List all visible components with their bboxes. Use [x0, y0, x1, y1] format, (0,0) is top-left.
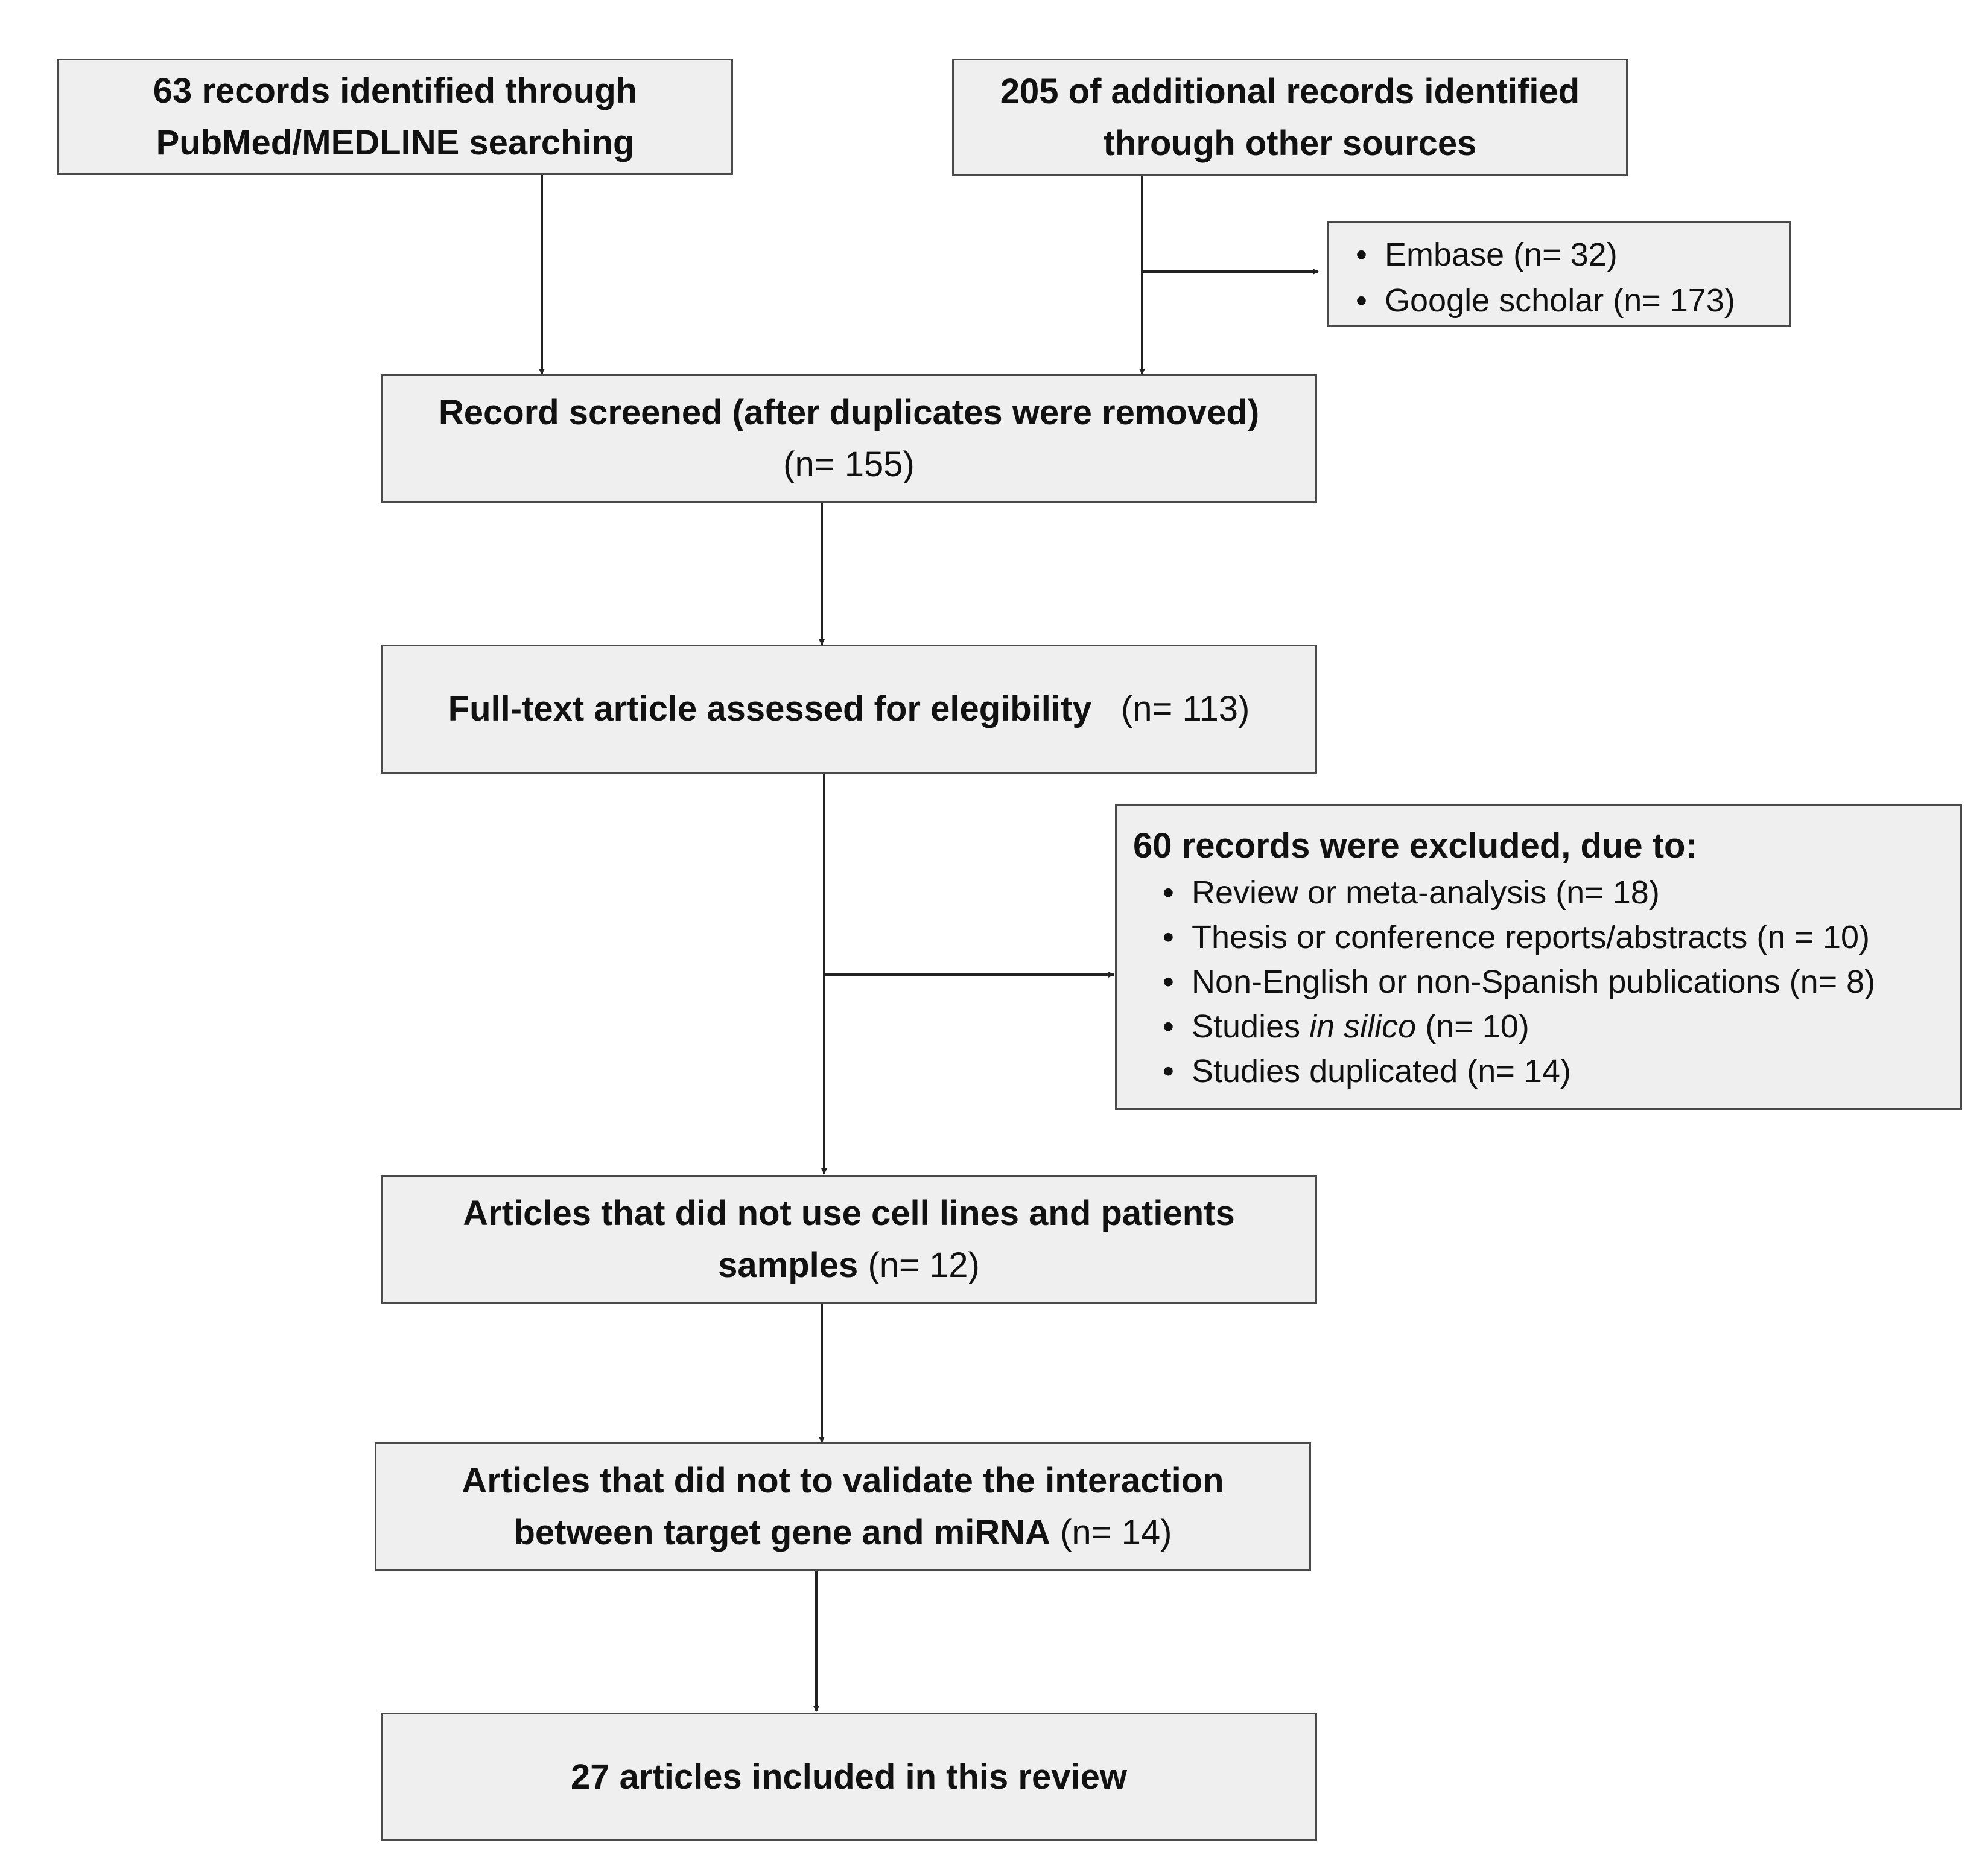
cell-lines-count: (n= 12): [868, 1245, 980, 1285]
pubmed-line-1: 63 records identified through: [153, 71, 638, 110]
source-item-text: Google scholar (n= 173): [1385, 282, 1735, 319]
included-title: 27 articles included in this review: [571, 1757, 1127, 1797]
exclusion-reason: • Studies in silico (n= 10): [1163, 1004, 1960, 1049]
validate-target: between target gene and miRNA: [513, 1512, 1050, 1552]
bullet-icon: •: [1356, 282, 1367, 319]
validate-line-1: Articles that did not to validate the in…: [462, 1460, 1224, 1500]
screened-title: Record screened (after duplicates were r…: [438, 392, 1260, 432]
fulltext-title: Full-text article assessed for elegibili…: [448, 689, 1092, 728]
exclusion-reason-text: Thesis or conference reports/abstracts (…: [1192, 919, 1870, 955]
validate-box: Articles that did not to validate the in…: [375, 1442, 1311, 1571]
cell-lines-box: Articles that did not use cell lines and…: [381, 1175, 1317, 1304]
exclusion-reason: • Thesis or conference reports/abstracts …: [1163, 915, 1960, 960]
screened-box: Record screened (after duplicates were r…: [381, 374, 1317, 503]
other-sources-box: 205 of additional records identified thr…: [952, 59, 1628, 176]
fulltext-count: (n= 113): [1102, 689, 1250, 728]
exclusion-reason-text: Studies duplicated (n= 14): [1192, 1053, 1571, 1089]
fulltext-count-value: (n= 113): [1120, 689, 1250, 728]
exclusion-reason: • Non-English or non-Spanish publications…: [1163, 960, 1960, 1004]
exclusion-reason-post: (n= 10): [1416, 1008, 1529, 1045]
cell-lines-line-1: Articles that did not use cell lines and…: [463, 1193, 1235, 1233]
source-item: • Embase (n= 32): [1356, 232, 1789, 278]
excluded-title: 60 records were excluded, due to:: [1133, 826, 1697, 865]
other-line-2: through other sources: [1103, 123, 1477, 163]
sources-breakdown-box: • Embase (n= 32) • Google scholar (n= 173): [1327, 221, 1791, 327]
other-line-1: 205 of additional records identified: [1000, 71, 1580, 111]
screened-count: (n= 155): [783, 444, 915, 484]
fulltext-box: Full-text article assessed for elegibili…: [381, 645, 1317, 774]
validate-count: (n= 14): [1060, 1512, 1172, 1552]
fulltext-line: Full-text article assessed for elegibili…: [448, 683, 1250, 735]
included-box: 27 articles included in this review: [381, 1713, 1317, 1841]
cell-lines-line-2: samples (n= 12): [718, 1240, 980, 1291]
exclusion-reason: • Review or meta-analysis (n= 18): [1163, 870, 1960, 915]
source-item: • Google scholar (n= 173): [1356, 278, 1789, 323]
cell-lines-samples: samples: [718, 1245, 859, 1285]
bullet-icon: •: [1163, 1008, 1174, 1045]
pubmed-line-2: PubMed/MEDLINE searching: [156, 123, 635, 162]
source-item-text: Embase (n= 32): [1385, 237, 1618, 273]
pubmed-records-box: 63 records identified through PubMed/MED…: [57, 59, 733, 175]
exclusion-reason-text: Review or meta-analysis (n= 18): [1192, 874, 1660, 911]
exclusion-reason: • Studies duplicated (n= 14): [1163, 1049, 1960, 1094]
validate-line-2: between target gene and miRNA (n= 14): [514, 1507, 1172, 1559]
bullet-icon: •: [1356, 237, 1367, 273]
exclusion-reason-pre: Studies: [1192, 1008, 1310, 1045]
bullet-icon: •: [1163, 1053, 1174, 1089]
exclusion-reason-italic: in silico: [1309, 1008, 1417, 1045]
bullet-icon: •: [1163, 919, 1174, 955]
excluded-box: 60 records were excluded, due to: • Revie…: [1115, 804, 1962, 1110]
exclusion-reason-text: Non-English or non-Spanish publications …: [1192, 964, 1876, 1000]
bullet-icon: •: [1163, 874, 1174, 911]
bullet-icon: •: [1163, 964, 1174, 1000]
